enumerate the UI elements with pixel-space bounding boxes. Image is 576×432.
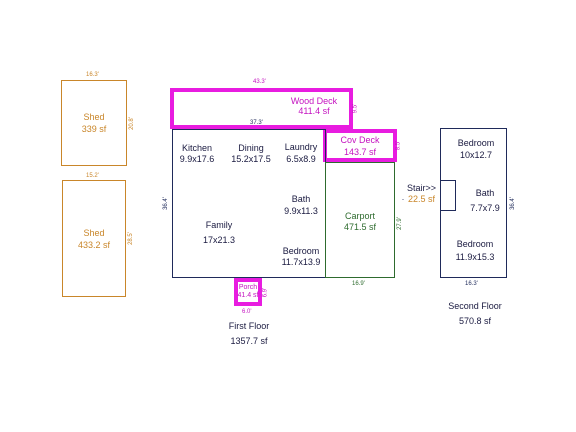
dining-size: 15.2x17.5 [231,154,271,164]
bedroom-size: 11.7x13.9 [281,257,321,267]
stair-arrow-icon: - [402,197,404,203]
shed1-area: 339 sf [81,124,107,134]
family-size: 17x21.3 [202,235,236,245]
stair-outline [440,180,456,211]
shed1-name: Shed [83,112,105,122]
wood-deck-top-dimension: 43.3' [253,79,266,85]
first-floor-side-dimension: 36.4' [162,197,169,210]
kitchen-name: Kitchen [181,143,213,153]
second-bedroom2-name: Bedroom [456,239,494,249]
shed2-outline [62,180,126,297]
wood-deck-outline [170,88,353,129]
wood-deck-inner-dimension: 37.3' [250,120,263,126]
kitchen-size: 9.9x17.6 [179,154,215,164]
second-bedroom1-size: 10x12.7 [459,150,493,160]
porch-bottom-dimension: 6.0' [242,309,252,315]
porch-outline [234,278,262,306]
shed1-outline [61,80,127,166]
first-floor-area: 1357.7 sf [230,336,268,346]
shed2-area: 433.2 sf [77,240,111,250]
porch-side-dimension: 6.9' [262,287,269,298]
bath-size: 9.9x11.3 [284,206,318,216]
shed1-side-dimension: 20.8' [128,117,135,130]
second-bath-name: Bath [475,188,495,198]
bath-name: Bath [291,194,311,204]
carport-name: Carport [344,211,375,221]
laundry-name: Laundry [284,142,318,152]
second-floor-label: Second Floor [448,301,502,311]
porch-name: Porch [238,284,258,291]
stair-label: Stair>> [407,183,437,193]
laundry-size: 6.5x8.9 [286,154,316,164]
stair-area: 22.5 sf [408,194,436,204]
shed1-top-dimension: 16.3' [86,72,99,78]
family-name: Family [205,220,233,230]
wood-deck-name: Wood Deck [290,96,338,106]
second-floor-area: 570.8 sf [458,316,492,326]
carport-bottom-dimension: 16.9' [352,281,365,287]
wood-deck-side-dimension: 9.5' [352,103,359,114]
bedroom-name: Bedroom [282,246,320,256]
shed2-side-dimension: 28.5' [127,232,134,245]
cov-deck-area: 143.7 sf [343,147,377,157]
cov-deck-side-dimension: 8.5' [395,140,402,151]
porch-area: 41.4 sf [237,292,259,299]
dining-name: Dining [238,143,264,153]
carport-outline [325,162,395,278]
cov-deck-name: Cov Deck [340,135,380,145]
second-bath-size: 7.7x7.9 [470,203,500,213]
carport-area: 471.5 sf [343,222,377,232]
first-floor-label: First Floor [228,321,270,331]
second-bedroom2-size: 11.9x15.3 [455,252,495,262]
second-floor-side-dimension: 36.4' [509,197,516,210]
shed2-name: Shed [83,228,105,238]
shed2-top-dimension: 15.2' [86,173,99,179]
wood-deck-area: 411.4 sf [298,106,330,116]
second-floor-bottom-dimension: 16.3' [465,281,478,287]
second-bedroom1-name: Bedroom [457,138,495,148]
carport-side-dimension: 27.9' [396,217,403,230]
